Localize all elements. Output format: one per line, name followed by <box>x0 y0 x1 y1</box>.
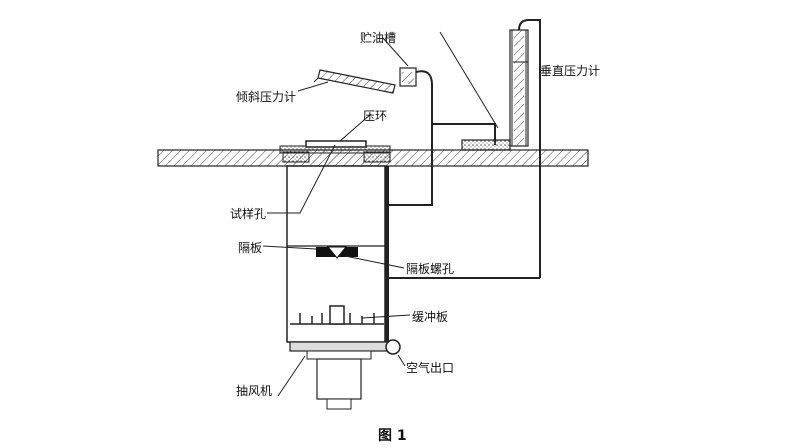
leader-lines <box>262 31 528 397</box>
label-clamp-ring: 压环 <box>363 109 387 123</box>
label-oil-reservoir: 贮油槽 <box>360 30 396 45</box>
figure-caption: 图 1 <box>378 428 407 444</box>
label-sample-hole: 试样孔 <box>230 206 266 221</box>
label-air-outlet: 空气出口 <box>406 360 454 375</box>
oil-reservoir <box>399 67 417 87</box>
label-baffle: 隔板 <box>238 241 262 255</box>
manometer-base-box <box>461 139 511 151</box>
label-vertical-manometer: 垂直压力计 <box>540 64 600 78</box>
inclined-manometer <box>313 69 396 94</box>
buffer-plate <box>290 305 384 325</box>
baffle-plate <box>287 245 385 259</box>
label-exhaust-fan: 抽风机 <box>236 384 272 398</box>
label-inclined-manometer: 倾斜压力计 <box>236 90 296 104</box>
label-buffer-plate: 缓冲板 <box>412 309 448 324</box>
vertical-manometer <box>509 19 541 278</box>
exhaust-fan <box>289 339 401 410</box>
label-baffle-screw-hole: 隔板螺孔 <box>406 262 454 276</box>
